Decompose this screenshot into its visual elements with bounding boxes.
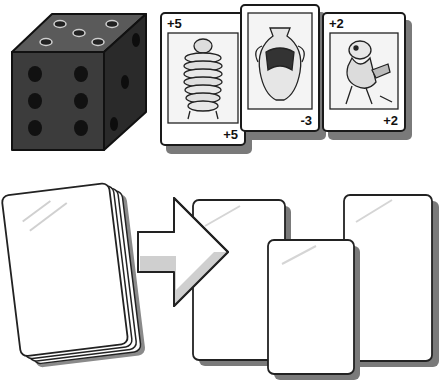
die-pips-top-part	[54, 21, 66, 28]
die-pips-front-part	[74, 66, 88, 82]
die-pips-side-part	[110, 117, 118, 131]
armor-picture-part	[184, 61, 222, 71]
creature-picture-part	[347, 58, 376, 88]
armor-picture-part	[168, 33, 238, 123]
card-value: +2	[383, 113, 398, 128]
die-pips-side-part	[121, 75, 129, 89]
die-pips-top-part	[106, 21, 118, 28]
vase-picture-part	[259, 28, 301, 100]
card-value: +2	[329, 16, 344, 31]
vase-picture-part	[248, 13, 312, 109]
die-part	[104, 14, 146, 150]
blank-cards	[193, 195, 439, 380]
game-card: +5 +5	[160, 12, 246, 146]
creature-picture-part	[330, 33, 398, 109]
die-pips-front	[28, 66, 88, 136]
armor-picture-part	[188, 101, 218, 111]
die-pips-front-part	[28, 66, 42, 82]
armor-picture-part	[184, 69, 222, 79]
creature-picture-part	[380, 96, 392, 102]
creature-picture-part	[349, 41, 371, 59]
game-card: -3	[240, 4, 320, 132]
armor-picture-part	[184, 77, 222, 87]
armor-picture-part	[194, 39, 212, 53]
armor-picture-part	[186, 93, 220, 103]
deal-arrow-part	[138, 198, 228, 306]
die	[12, 14, 146, 150]
die-pips-front-part	[74, 93, 88, 109]
draw-pile-part	[1, 183, 128, 357]
draw-pile	[1, 181, 145, 370]
armor-picture	[168, 33, 238, 123]
deal-arrow-part	[138, 198, 228, 306]
deal-arrow-part	[140, 252, 228, 306]
creature-picture-part	[354, 46, 358, 50]
die-pips-top-part	[92, 39, 104, 46]
armor-picture-part	[185, 53, 221, 63]
die-pips-front-part	[28, 93, 42, 109]
die-pips-side	[110, 33, 140, 131]
die-pips-top-part	[73, 30, 85, 37]
game-card: +2 +2	[322, 12, 406, 132]
vase-picture-part	[266, 48, 294, 70]
draw-pile-part	[27, 203, 70, 231]
die-part	[12, 52, 104, 150]
die-pips-front-part	[28, 120, 42, 136]
creature-picture-part	[372, 64, 390, 78]
creature-picture-part	[346, 86, 372, 104]
vase-picture	[248, 13, 312, 109]
blank-cards-part	[205, 206, 240, 226]
card-value: +5	[223, 127, 238, 142]
armor-picture-part	[188, 111, 218, 119]
blank-cards-part	[282, 246, 316, 264]
card-value: -3	[300, 113, 312, 128]
die-pips-side-part	[132, 33, 140, 47]
vase-picture-part	[256, 46, 305, 62]
die-pips-top-part	[40, 39, 52, 46]
die-pips-top	[40, 21, 118, 46]
creature-picture	[330, 33, 398, 109]
blank-cards-part	[268, 240, 354, 374]
die-pips-front-part	[74, 120, 88, 136]
blank-cards-part	[356, 200, 392, 222]
card-value: +5	[167, 16, 182, 31]
armor-picture-part	[185, 85, 221, 95]
deal-arrow	[138, 198, 228, 306]
